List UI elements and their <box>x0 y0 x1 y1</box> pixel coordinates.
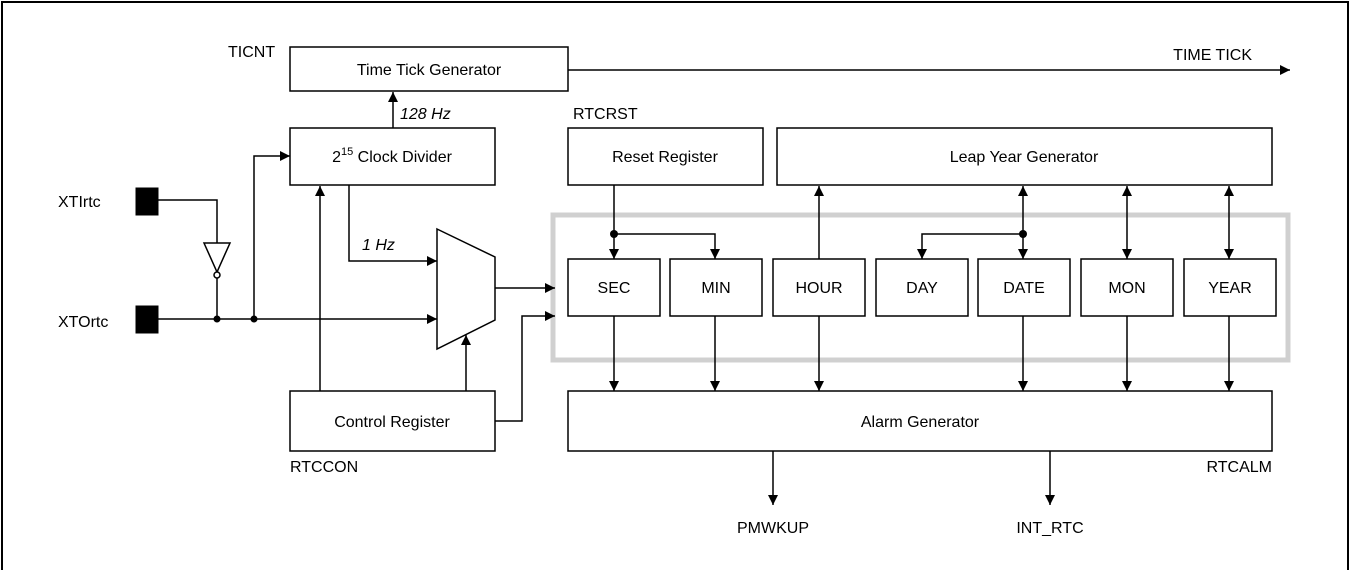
hz1-label: 1 Hz <box>362 237 395 254</box>
leap-year-generator-label: Leap Year Generator <box>950 149 1099 166</box>
xtirtc-pad <box>135 187 159 216</box>
time-tick-generator-label: Time Tick Generator <box>357 62 502 79</box>
register-min: MIN <box>669 258 763 317</box>
xtirtc-label: XTIrtc <box>58 194 101 211</box>
time-tick-generator-block: Time Tick Generator <box>289 46 569 92</box>
to-divider-wire <box>253 151 290 319</box>
reset-register-label: Reset Register <box>612 149 718 166</box>
register-day-label: DAY <box>906 280 938 297</box>
register-date: DATE <box>977 258 1071 317</box>
reset-register-block: Reset Register <box>567 127 764 186</box>
clock-mux <box>436 227 496 351</box>
register-mon: MON <box>1080 258 1174 317</box>
leap-year-generator-block: Leap Year Generator <box>776 127 1273 186</box>
hz1-wire <box>348 185 437 266</box>
register-mon-label: MON <box>1108 280 1145 297</box>
ctrl-to-counters-wire <box>495 311 555 422</box>
register-date-label: DATE <box>1003 280 1044 297</box>
clock-divider-label: 215 Clock Divider <box>332 146 453 166</box>
register-hour: HOUR <box>772 258 866 317</box>
control-register-block: Control Register <box>289 390 496 452</box>
clock-divider-block: 215 Clock Divider <box>289 127 496 186</box>
xti-wire <box>158 199 218 243</box>
reset-to-min-wire <box>614 233 720 259</box>
pmwkup-label: PMWKUP <box>737 520 809 537</box>
xtortc-label: XTOrtc <box>58 314 108 331</box>
rtcrst-label: RTCRST <box>573 106 638 123</box>
date-to-day-wire <box>917 233 1023 259</box>
register-year: YEAR <box>1183 258 1277 317</box>
register-day: DAY <box>875 258 969 317</box>
register-hour-label: HOUR <box>795 280 842 297</box>
register-sec: SEC <box>567 258 661 317</box>
rtccon-label: RTCCON <box>290 459 358 476</box>
ticnt-label: TICNT <box>228 44 275 61</box>
register-min-label: MIN <box>701 280 730 297</box>
xtortc-pad <box>135 305 159 334</box>
int-rtc-label: INT_RTC <box>1016 520 1083 537</box>
hz128-label: 128 Hz <box>400 106 451 123</box>
inverter-bubble <box>213 271 221 279</box>
time-tick-label: TIME TICK <box>1173 47 1252 64</box>
register-year-label: YEAR <box>1208 280 1252 297</box>
rtcalm-label: RTCALM <box>1207 459 1273 476</box>
alarm-generator-block: Alarm Generator <box>567 390 1273 452</box>
junction-dot <box>213 315 221 323</box>
register-sec-label: SEC <box>598 280 631 297</box>
alarm-generator-label: Alarm Generator <box>861 414 980 431</box>
inverter-symbol <box>202 242 232 274</box>
control-register-label: Control Register <box>334 414 450 431</box>
